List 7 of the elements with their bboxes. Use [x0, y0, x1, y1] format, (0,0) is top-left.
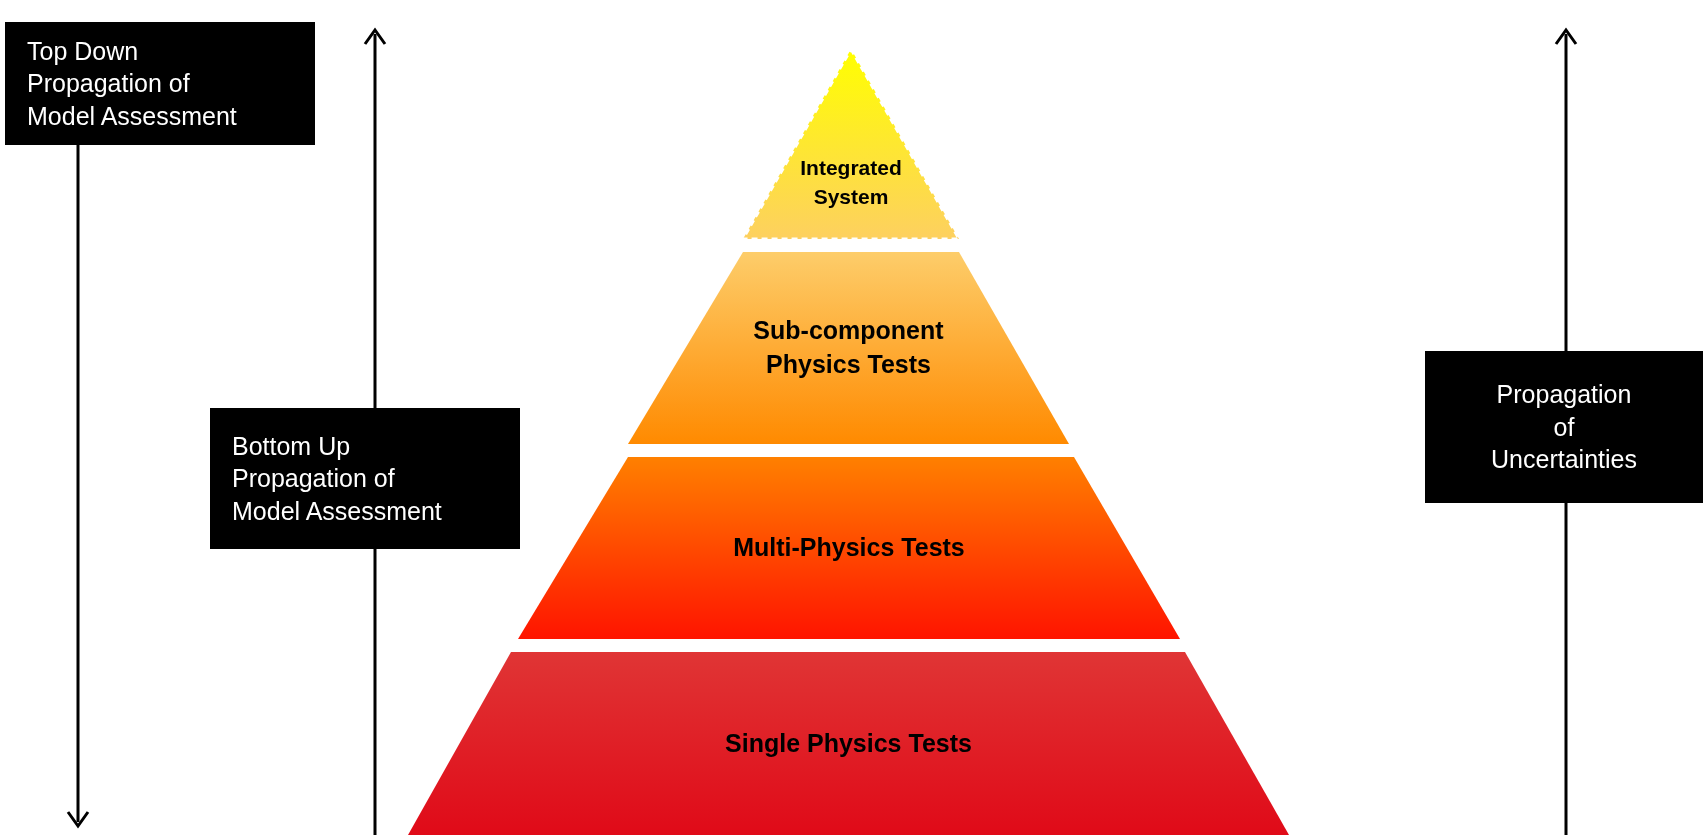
label-box: Bottom Up Propagation of Model Assessment — [210, 408, 520, 549]
pyramid-tier: Integrated System — [743, 49, 959, 239]
pyramid-tier: Multi-Physics Tests — [518, 457, 1180, 639]
label-box: Propagation of Uncertainties — [1425, 351, 1703, 503]
label-box: Top Down Propagation of Model Assessment — [5, 22, 315, 145]
pyramid-tier: Single Physics Tests — [408, 652, 1289, 835]
pyramid-tier: Sub-component Physics Tests — [628, 252, 1069, 444]
